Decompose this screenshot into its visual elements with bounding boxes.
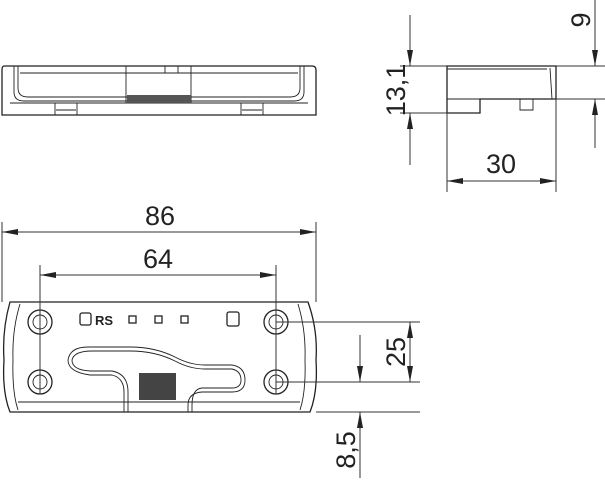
- rs-marking: RS: [95, 313, 113, 328]
- dimension-depth: 30: [446, 99, 557, 192]
- plan-view: RS: [2, 301, 318, 413]
- dimension-hole-spacing-horizontal: 64: [39, 244, 277, 394]
- dimension-edge-offset: 8,5: [316, 335, 420, 478]
- hole-spacing-vertical-label: 25: [381, 337, 411, 367]
- step-height-label: 9: [566, 12, 596, 27]
- dimension-overall-length: 86: [1, 201, 317, 302]
- dimension-step-height: 9: [556, 0, 605, 148]
- front-view: [1, 65, 317, 116]
- dimension-hole-spacing-vertical: 25: [276, 321, 420, 383]
- dimension-height: 13,1: [381, 15, 447, 165]
- label-plate: [139, 373, 176, 400]
- edge-offset-label: 8,5: [331, 431, 361, 469]
- hole-spacing-horizontal-label: 64: [143, 244, 173, 274]
- overall-length-label: 86: [145, 201, 175, 231]
- height-label: 13,1: [381, 64, 411, 117]
- side-view: [446, 65, 557, 114]
- depth-label: 30: [486, 149, 516, 179]
